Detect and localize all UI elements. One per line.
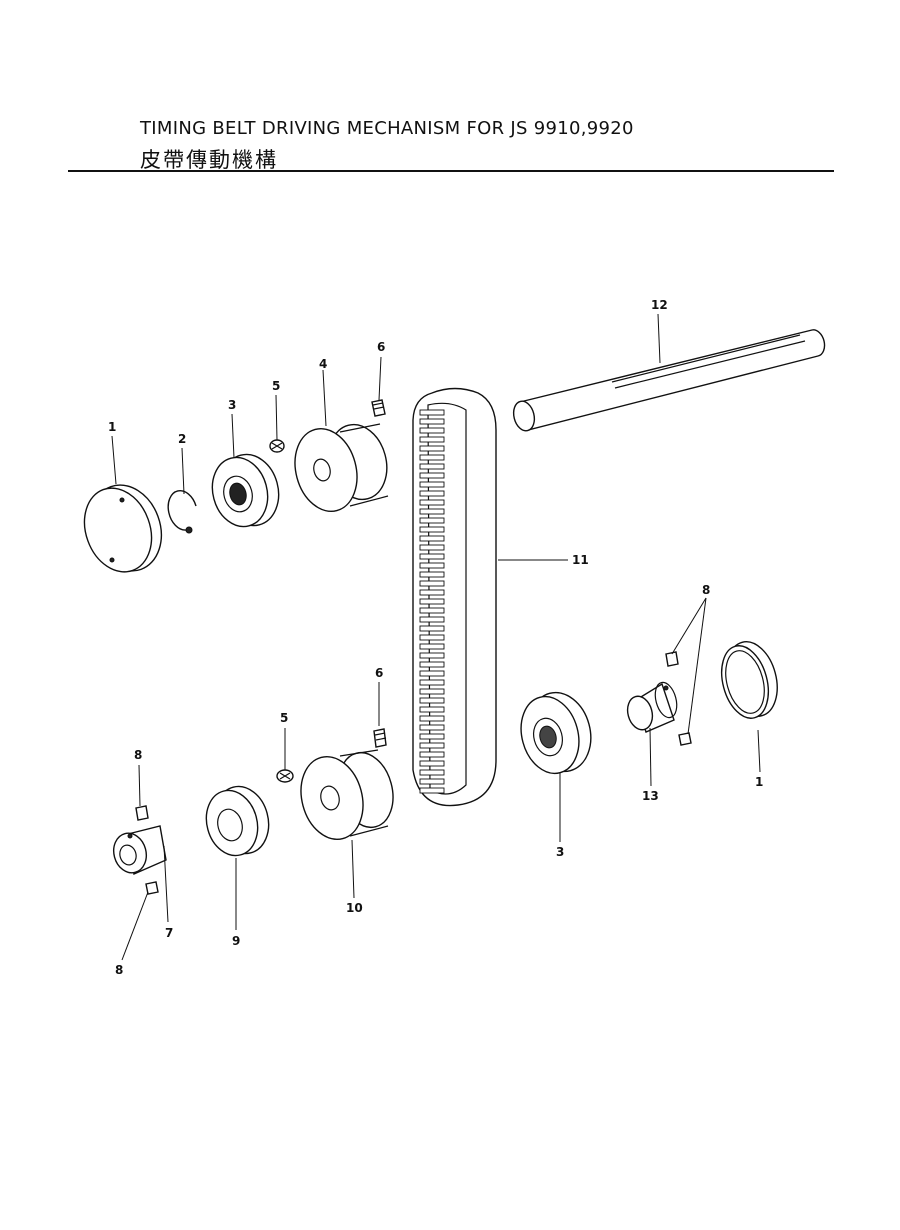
screw-part-6-bottom — [373, 728, 387, 748]
set-screw-part-8-right-a — [665, 651, 679, 667]
belt-tooth — [419, 535, 445, 542]
callout-6-bottom: 6 — [375, 666, 383, 680]
belt-tooth — [419, 418, 445, 425]
cover-part-1-bottom — [720, 641, 778, 719]
timing-belt-part-11 — [412, 387, 497, 807]
belt-tooth — [419, 634, 445, 641]
belt-tooth — [419, 607, 445, 614]
belt-tooth — [419, 652, 445, 659]
callout-3-bottom: 3 — [556, 845, 564, 859]
bearing-part-3-top — [211, 453, 280, 528]
callout-1-bottom: 1 — [755, 775, 763, 789]
callout-2: 2 — [178, 432, 186, 446]
belt-tooth — [419, 616, 445, 623]
belt-tooth — [419, 598, 445, 605]
set-screw-part-8-left-bottom — [145, 881, 159, 895]
belt-tooth — [419, 526, 445, 533]
belt-tooth — [419, 643, 445, 650]
belt-tooth — [419, 544, 445, 551]
belt-tooth — [419, 778, 445, 785]
belt-tooth — [419, 580, 445, 587]
belt-tooth — [419, 472, 445, 479]
title-chinese: 皮帶傳動機構 — [140, 148, 278, 172]
belt-tooth — [419, 589, 445, 596]
belt-tooth — [419, 454, 445, 461]
pulley-part-4 — [294, 423, 389, 513]
belt-tooth — [419, 427, 445, 434]
belt-tooth — [419, 787, 445, 794]
retaining-ring-part-2 — [167, 490, 197, 534]
callout-8-left-bottom: 8 — [115, 963, 123, 977]
belt-tooth — [419, 409, 445, 416]
belt-tooth — [419, 769, 445, 776]
belt-tooth — [419, 724, 445, 731]
belt-tooth — [419, 688, 445, 695]
belt-tooth — [419, 706, 445, 713]
belt-tooth — [419, 562, 445, 569]
cover-part-1-top — [83, 484, 163, 573]
belt-tooth — [419, 463, 445, 470]
belt-tooth — [419, 733, 445, 740]
callout-labels: 1 2 3 5 4 6 12 11 8 1 13 3 6 5 8 8 7 9 1… — [108, 298, 763, 977]
collar-part-7 — [113, 825, 167, 876]
belt-tooth — [419, 625, 445, 632]
callout-3-top: 3 — [228, 398, 236, 412]
belt-tooth — [419, 751, 445, 758]
callout-12: 12 — [651, 298, 668, 312]
collar-part-13 — [626, 681, 678, 733]
pulley-part-10 — [300, 749, 394, 841]
callout-11: 11 — [572, 553, 589, 567]
belt-tooth — [419, 697, 445, 704]
set-screw-part-8-left-top — [135, 805, 149, 821]
callout-6-top: 6 — [377, 340, 385, 354]
belt-tooth — [419, 499, 445, 506]
callout-5-top: 5 — [272, 379, 280, 393]
bearing-part-9 — [205, 785, 270, 857]
callout-9: 9 — [232, 934, 240, 948]
belt-tooth — [419, 670, 445, 677]
belt-tooth — [419, 679, 445, 686]
belt-tooth — [419, 508, 445, 515]
set-screw-part-5-top — [269, 439, 285, 453]
belt-tooth — [419, 490, 445, 497]
callout-13: 13 — [642, 789, 659, 803]
shaft-part-12 — [512, 329, 826, 432]
callout-7: 7 — [165, 926, 173, 940]
callout-8-right: 8 — [702, 583, 710, 597]
set-screw-part-5-bottom — [276, 769, 294, 783]
callout-1-top: 1 — [108, 420, 116, 434]
belt-tooth — [419, 715, 445, 722]
belt-tooth — [419, 553, 445, 560]
belt-tooth — [419, 445, 445, 452]
callout-5-bottom: 5 — [280, 711, 288, 725]
belt-tooth — [419, 436, 445, 443]
bearing-part-3-bottom — [520, 691, 592, 775]
title-rule — [68, 170, 834, 172]
belt-tooth — [419, 661, 445, 668]
set-screw-part-8-right-b — [678, 732, 692, 746]
screw-part-6-top — [371, 399, 386, 417]
leader-lines — [111, 313, 761, 961]
title-english: TIMING BELT DRIVING MECHANISM FOR JS 991… — [140, 118, 634, 139]
belt-tooth — [419, 481, 445, 488]
belt-tooth — [419, 742, 445, 749]
callout-4: 4 — [319, 357, 327, 371]
callout-10: 10 — [346, 901, 363, 915]
belt-tooth — [419, 571, 445, 578]
belt-tooth — [419, 517, 445, 524]
callout-8-left-top: 8 — [134, 748, 142, 762]
belt-tooth — [419, 760, 445, 767]
